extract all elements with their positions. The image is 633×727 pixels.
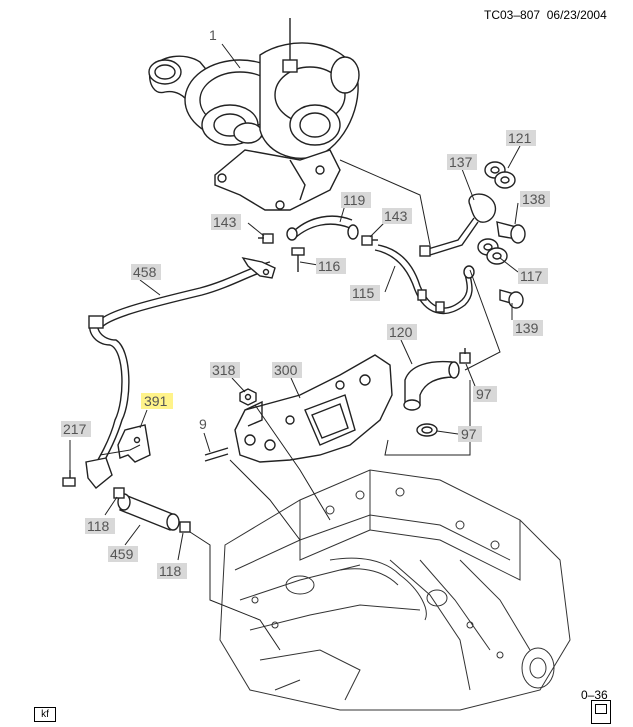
clamp-118-right [179, 521, 191, 533]
callout-116: 116 [316, 258, 346, 274]
callout-1-label: 1 [209, 27, 217, 43]
callout-120: 120 [387, 324, 417, 340]
callout-300: 300 [272, 362, 302, 378]
callout-458: 458 [131, 264, 161, 280]
tube-458 [85, 256, 276, 489]
clamp-97-bottom [416, 423, 438, 437]
stud-9 [204, 447, 229, 462]
callout-138-label: 138 [522, 191, 546, 207]
callout-318: 318 [210, 362, 240, 378]
nut-318 [239, 388, 257, 406]
callout-137: 137 [447, 154, 477, 170]
clamp-97-top [459, 348, 471, 364]
clamp-143-right [361, 235, 378, 246]
callout-120-label: 120 [389, 324, 413, 340]
callout-116-label: 116 [318, 258, 341, 274]
callout-217: 217 [61, 421, 91, 437]
leader-lines [69, 43, 521, 651]
callout-137-label: 137 [449, 154, 473, 170]
callout-459-label: 459 [110, 546, 134, 562]
callout-143-right: 143 [382, 208, 412, 224]
callout-121-label: 121 [508, 130, 532, 146]
doc-date: 06/23/2004 [546, 8, 607, 22]
callout-115: 115 [350, 285, 380, 301]
callout-300-label: 300 [274, 362, 298, 378]
box-tag: kf [34, 707, 56, 722]
callout-117-label: 117 [520, 268, 543, 284]
callout-1: 1 [209, 27, 217, 43]
callout-115-label: 115 [352, 285, 375, 301]
callout-143-left-label: 143 [213, 214, 237, 230]
callout-118-left-label: 118 [87, 518, 110, 534]
callout-119-label: 119 [343, 192, 366, 208]
oil-feed-fittings [419, 161, 526, 309]
bracket-391 [117, 424, 151, 463]
callout-391: 391 [141, 393, 173, 409]
callout-139-label: 139 [515, 320, 539, 336]
callout-117: 117 [518, 268, 548, 284]
bolt-217 [62, 470, 76, 487]
callout-97-bottom: 97 [458, 426, 482, 442]
callout-121: 121 [506, 130, 536, 146]
callout-143-right-label: 143 [384, 208, 408, 224]
callout-318-label: 318 [212, 362, 236, 378]
callout-118-left: 118 [85, 518, 115, 534]
turbocharger [148, 18, 360, 211]
callout-118-right-label: 118 [159, 563, 182, 579]
callout-139: 139 [513, 320, 543, 336]
callout-97-bottom-label: 97 [461, 426, 477, 442]
callout-9: 9 [199, 416, 207, 432]
exhaust-manifold-300 [234, 354, 393, 463]
callout-459: 459 [108, 546, 138, 562]
hose-459 [117, 493, 180, 531]
engine-block [219, 469, 571, 711]
callout-118-right: 118 [157, 563, 187, 579]
callout-217-label: 217 [63, 421, 87, 437]
doc-code-text: TC03–807 [484, 8, 541, 22]
clamp-118-left [113, 487, 125, 499]
callout-138: 138 [520, 191, 550, 207]
return-tube-115 [374, 244, 475, 315]
page-number: 0–36 [581, 688, 608, 702]
sheet-icon [591, 700, 611, 724]
callout-458-label: 458 [133, 264, 157, 280]
callout-97-top-label: 97 [476, 386, 492, 402]
clamp-143-left [258, 233, 274, 244]
callout-97-top: 97 [473, 386, 497, 402]
hose-119 [286, 215, 359, 241]
callout-9-label: 9 [199, 416, 207, 432]
doc-code: TC03–807 06/23/2004 [484, 8, 607, 22]
callout-119: 119 [341, 192, 371, 208]
bolt-116 [291, 247, 305, 272]
callout-143-left: 143 [211, 214, 241, 230]
sheet-icon-inner [595, 704, 607, 714]
elbow-hose-120 [403, 360, 460, 411]
callout-391-label: 391 [144, 393, 168, 409]
